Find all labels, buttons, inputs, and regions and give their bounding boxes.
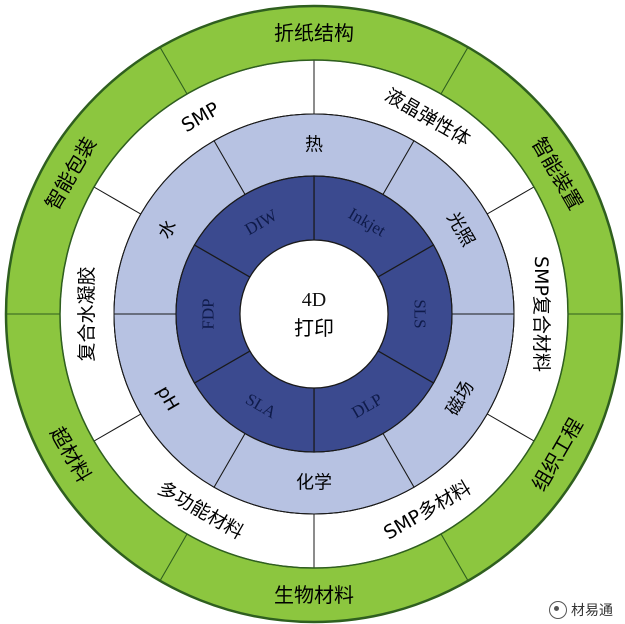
watermark: 材易通	[549, 600, 613, 620]
outer-label: 生物材料	[274, 583, 354, 607]
center-label-line2: 打印	[294, 316, 334, 340]
dark-label: FDP	[199, 298, 218, 329]
outer-border	[4, 4, 624, 624]
light-inner-border	[175, 175, 453, 453]
white-label: 复合水凝胶	[76, 266, 98, 361]
white-inner-border	[113, 113, 515, 515]
center-circle	[239, 239, 389, 389]
outer-label: 折纸结构	[274, 21, 354, 45]
wechat-icon	[549, 601, 567, 619]
light-label: 化学	[296, 473, 332, 494]
watermark-text: 材易通	[571, 603, 613, 619]
light-label: 热	[305, 135, 323, 156]
center-label-line1: 4D	[302, 289, 326, 311]
white-label: SMP复合材料	[530, 256, 552, 372]
green-inner-border	[59, 59, 569, 569]
dark-label: SLS	[411, 299, 430, 328]
